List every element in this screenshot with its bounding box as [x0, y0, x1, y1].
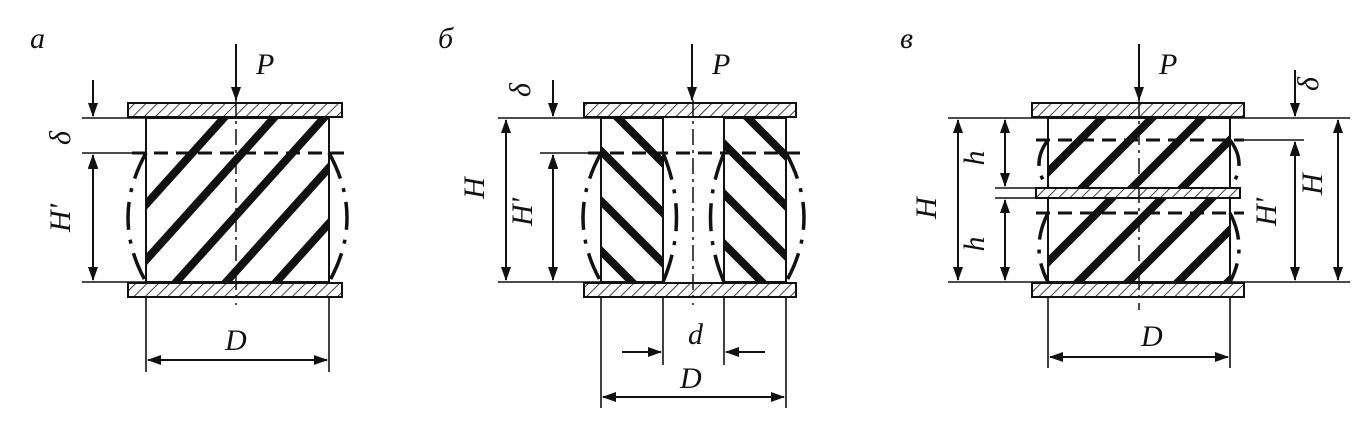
- panel-b-top-plate: [583, 102, 797, 118]
- panel-b-hprime-label: H': [506, 197, 539, 227]
- panel-a-left-bulge: [126, 152, 148, 283]
- panel-c-bottom-right-bulge: [1228, 212, 1241, 283]
- panel-b-load-label: P: [711, 48, 730, 81]
- panel-b-delta-label: δ: [504, 82, 537, 97]
- panel-a-hprime-label: H': [44, 203, 77, 233]
- panel-b-rubber-hatch-right: [724, 118, 786, 282]
- panel-b-h-label: H: [458, 175, 491, 200]
- panel-c-middle-plate: [1035, 187, 1241, 199]
- panel-c-bottom-plate: [1031, 282, 1245, 298]
- panel-c-hprime-label: H': [1250, 197, 1283, 227]
- panel-a-right-bulge: [327, 152, 349, 283]
- panel-b-outer-left-bulge: [581, 152, 603, 283]
- panel-a-diameter-label: D: [224, 324, 247, 357]
- panel-a-top-plate: [127, 102, 343, 118]
- panel-c-load-label: P: [1158, 48, 1177, 81]
- panel-a-label: а: [30, 22, 45, 55]
- panel-c-delta-label: δ: [1292, 76, 1325, 91]
- panel-b: б P δ: [438, 22, 806, 408]
- panel-c-label: в: [900, 22, 913, 55]
- panel-b-diameter-label: D: [679, 362, 702, 395]
- panel-c-top-right-bulge: [1228, 138, 1241, 190]
- panel-c: в P: [900, 22, 1350, 368]
- panel-a-rubber-outline: [145, 117, 330, 283]
- panel-c-rubber-hatch-bottom: [1048, 198, 1230, 282]
- panel-c-bottom-left-bulge: [1037, 212, 1050, 283]
- panel-b-inner-left-bulge: [661, 152, 679, 283]
- panel-c-layer-bottom-label: h: [958, 237, 991, 252]
- panel-b-outer-right-bulge: [784, 152, 806, 283]
- panel-c-rubber-hatch-top: [1048, 118, 1230, 188]
- panel-b-label: б: [438, 22, 454, 55]
- panel-b-inner-diameter-label: d: [688, 318, 704, 351]
- panel-c-layer-top-label: h: [958, 151, 991, 166]
- panel-c-height-left-label: H: [910, 195, 943, 220]
- panel-a-rubber-hatch: [146, 118, 329, 282]
- panel-c-diameter-label: D: [1140, 320, 1163, 353]
- panel-a-load-label: P: [255, 48, 274, 81]
- panel-c-height-right-label: H: [1296, 171, 1329, 196]
- panel-a-bottom-plate: [127, 282, 343, 298]
- panel-b-inner-right-bulge: [708, 152, 726, 283]
- panel-a-delta-label: δ: [44, 130, 77, 145]
- panel-a: а P δ H' D: [30, 22, 349, 372]
- panel-c-top-left-bulge: [1037, 138, 1050, 190]
- panel-b-bottom-plate: [583, 282, 797, 298]
- panel-b-rubber-hatch-left: [601, 118, 663, 282]
- panel-c-top-plate: [1031, 102, 1245, 118]
